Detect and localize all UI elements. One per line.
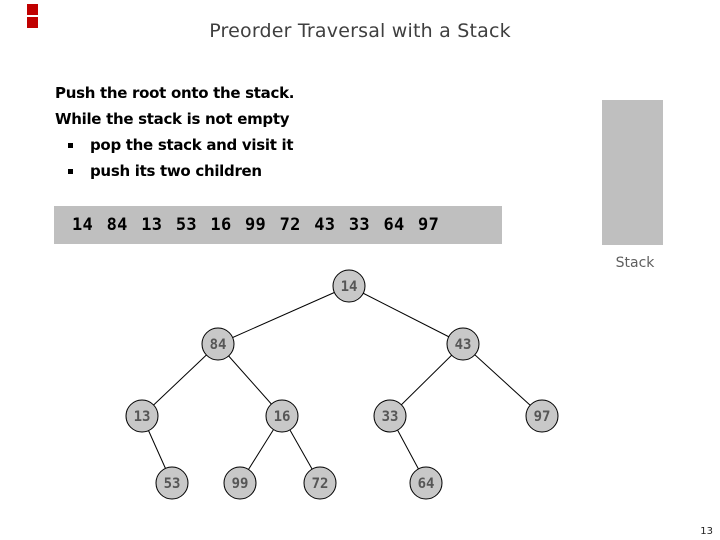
tree-node-label: 97 <box>534 409 551 425</box>
tree-node <box>303 466 337 500</box>
tree-node <box>201 327 235 361</box>
tree-node <box>409 466 443 500</box>
bullet-text: pop the stack and visit it <box>90 136 294 154</box>
tree-edge <box>141 343 219 417</box>
stack-label: Stack <box>615 255 655 271</box>
tree-node <box>125 399 159 433</box>
bullet-text: push its two children <box>90 162 262 180</box>
bullet-line: pop the stack and visit it <box>55 132 294 158</box>
tree-node-label: 33 <box>382 409 399 425</box>
tree-node <box>525 399 559 433</box>
tree-node-label: 84 <box>210 337 227 353</box>
traversal-sequence-text: 14 84 13 53 16 99 72 43 33 64 97 <box>72 215 440 235</box>
text-line: While the stack is not empty <box>55 110 290 128</box>
tree-edge <box>348 285 464 345</box>
traversal-sequence-box: 14 84 13 53 16 99 72 43 33 64 97 <box>54 206 502 244</box>
tree-node-label: 53 <box>164 476 181 492</box>
page-number: 13 <box>700 526 713 537</box>
tree-node <box>223 466 257 500</box>
tree-node <box>373 399 407 433</box>
tree-node-label: 14 <box>341 279 358 295</box>
tree-node-label: 72 <box>312 476 329 492</box>
tree-node <box>446 327 480 361</box>
tree-edge <box>462 343 543 417</box>
tree-edge <box>389 343 464 417</box>
bullet-square-icon <box>68 143 73 148</box>
tree-node <box>265 399 299 433</box>
tree-node-label: 13 <box>134 409 151 425</box>
bullet-line: push its two children <box>55 158 294 184</box>
tree-node-label: 64 <box>418 476 435 492</box>
red-square-decoration-bottom <box>27 17 38 28</box>
text-line: Push the root onto the stack. <box>55 84 295 102</box>
tree-node-label: 99 <box>232 476 249 492</box>
tree-node-label: 43 <box>455 337 472 353</box>
tree-node <box>332 269 366 303</box>
red-square-decoration-top <box>27 4 38 15</box>
algorithm-description: Push the root onto the stack. While the … <box>55 80 294 184</box>
stack-panel <box>602 100 663 245</box>
slide-title: Preorder Traversal with a Stack <box>209 20 511 42</box>
bullet-square-icon <box>68 169 73 174</box>
tree-node-label: 16 <box>274 409 291 425</box>
tree-node <box>155 466 189 500</box>
tree-edge <box>217 285 350 345</box>
